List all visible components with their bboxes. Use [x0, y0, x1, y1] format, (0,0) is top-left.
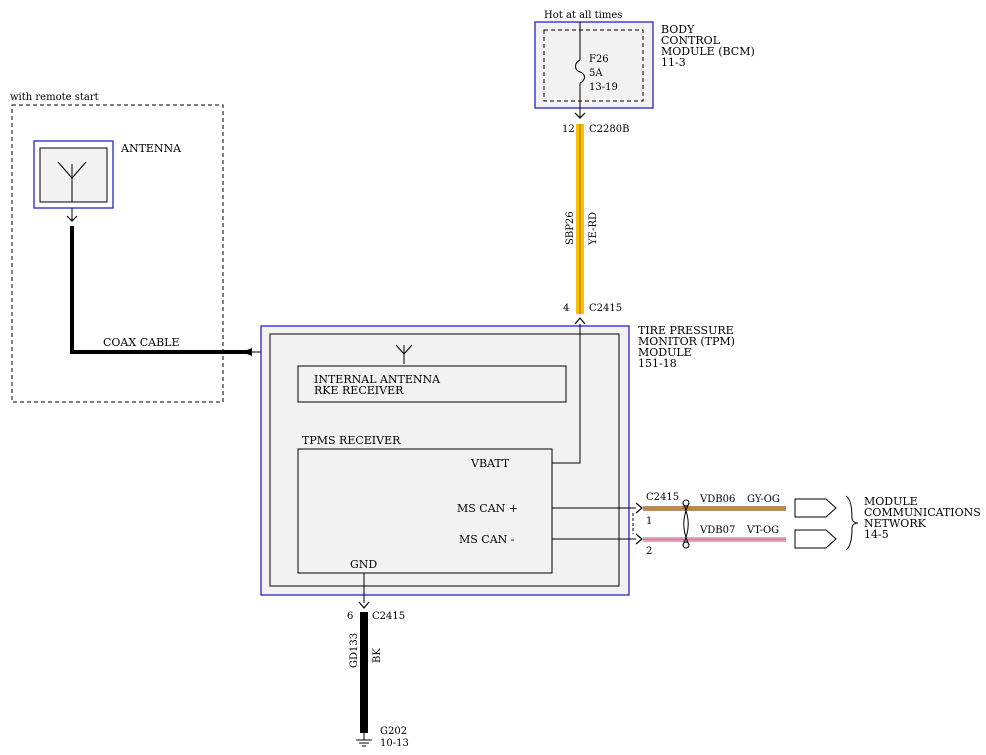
internal-antenna-line2: RKE RECEIVER: [314, 384, 404, 397]
gnd-label: GND: [350, 558, 377, 571]
network-bracket: [845, 495, 859, 551]
internal-antenna-box: [297, 365, 567, 403]
antenna-icon: [57, 161, 87, 202]
coax-arrow-icon: [242, 348, 252, 356]
gnd-connector-symbol: [358, 601, 370, 609]
c2280b-pin: 12: [562, 124, 575, 135]
power-circuit-label: SBP26: [565, 211, 576, 245]
can-pin-plus: 1: [646, 516, 652, 527]
ground-color-label: BK: [372, 648, 383, 663]
twisted-pair-icon: [682, 499, 690, 549]
tpms-receiver-label: TPMS RECEIVER: [302, 434, 401, 447]
internal-antenna-line1: INTERNAL ANTENNA: [314, 373, 441, 386]
can-minus-connector-symbol: [635, 533, 643, 545]
gnd-connector-name: C2415: [372, 611, 405, 622]
can-pin-minus: 2: [646, 546, 652, 557]
ground-circuit-label: GD133: [349, 633, 360, 668]
network-title-line3: NETWORK: [864, 517, 927, 530]
network-arrow-minus-icon: [794, 529, 837, 549]
gnd-pin: 6: [347, 611, 353, 622]
can-connector-name: C2415: [646, 492, 679, 503]
bcm-fuse-box: [543, 29, 644, 102]
network-arrow-plus-icon: [794, 498, 837, 518]
network-title-line2: COMMUNICATIONS: [864, 506, 981, 519]
c2280b-name: C2280B: [589, 124, 629, 135]
antenna-box: [39, 147, 108, 203]
fuse-rating: 5A: [589, 68, 603, 79]
c2280b-connector-symbol: [574, 112, 586, 119]
vdb07-circuit: VDB07: [699, 525, 735, 536]
tpm-title-line2: MONITOR (TPM): [638, 335, 735, 348]
c2415-power-connector-symbol: [574, 317, 586, 325]
vdb07-color: VT-OG: [746, 525, 779, 536]
vbatt-internal-wire: [552, 324, 581, 464]
internal-antenna-icon: [395, 344, 413, 364]
remote-start-label: with remote start: [10, 92, 99, 103]
vdb06-color: GY-OG: [747, 494, 780, 505]
coax-cable-label: COAX CABLE: [103, 336, 179, 349]
bcm-outline: [534, 21, 654, 109]
network-title-line1: MODULE: [864, 495, 918, 508]
ground-name: G202: [380, 726, 407, 737]
c2415-pin4: 4: [563, 303, 569, 314]
vdb06-circuit: VDB06: [699, 494, 735, 505]
bcm-supply-label: Hot at all times: [544, 10, 622, 21]
ground-icon: [356, 733, 372, 747]
tpms-receiver-box: [297, 448, 553, 574]
antenna-label: ANTENNA: [120, 142, 182, 155]
can-plus-connector-symbol: [635, 502, 643, 514]
network-title-line4: 14-5: [864, 528, 889, 541]
vbatt-label: VBATT: [470, 457, 510, 470]
ms-can-minus-label: MS CAN -: [459, 533, 515, 546]
tpm-title-line3: MODULE: [638, 346, 692, 359]
fuse-ref: 13-19: [589, 82, 618, 93]
bcm-title-line1: BODY: [661, 23, 695, 36]
power-color-label: YE-RD: [588, 212, 599, 246]
c2415-power-name: C2415: [589, 303, 622, 314]
fuse-icon: [575, 59, 585, 84]
fuse-name: F26: [589, 54, 609, 65]
tpm-title-line1: TIRE PRESSURE: [638, 324, 734, 337]
ms-can-plus-label: MS CAN +: [457, 502, 518, 515]
antenna-outline: [33, 140, 114, 209]
ground-wire-bk: [360, 612, 368, 733]
bcm-title-line2: CONTROL: [661, 34, 721, 47]
tpm-title-line4: 151-18: [638, 357, 677, 370]
remote-start-boundary: [11, 104, 224, 403]
bcm-title-line3: MODULE (BCM): [661, 45, 755, 58]
ground-ref: 10-13: [380, 738, 409, 749]
coax-cable-wire: [70, 226, 250, 354]
bcm-title-line4: 11-3: [661, 56, 686, 69]
